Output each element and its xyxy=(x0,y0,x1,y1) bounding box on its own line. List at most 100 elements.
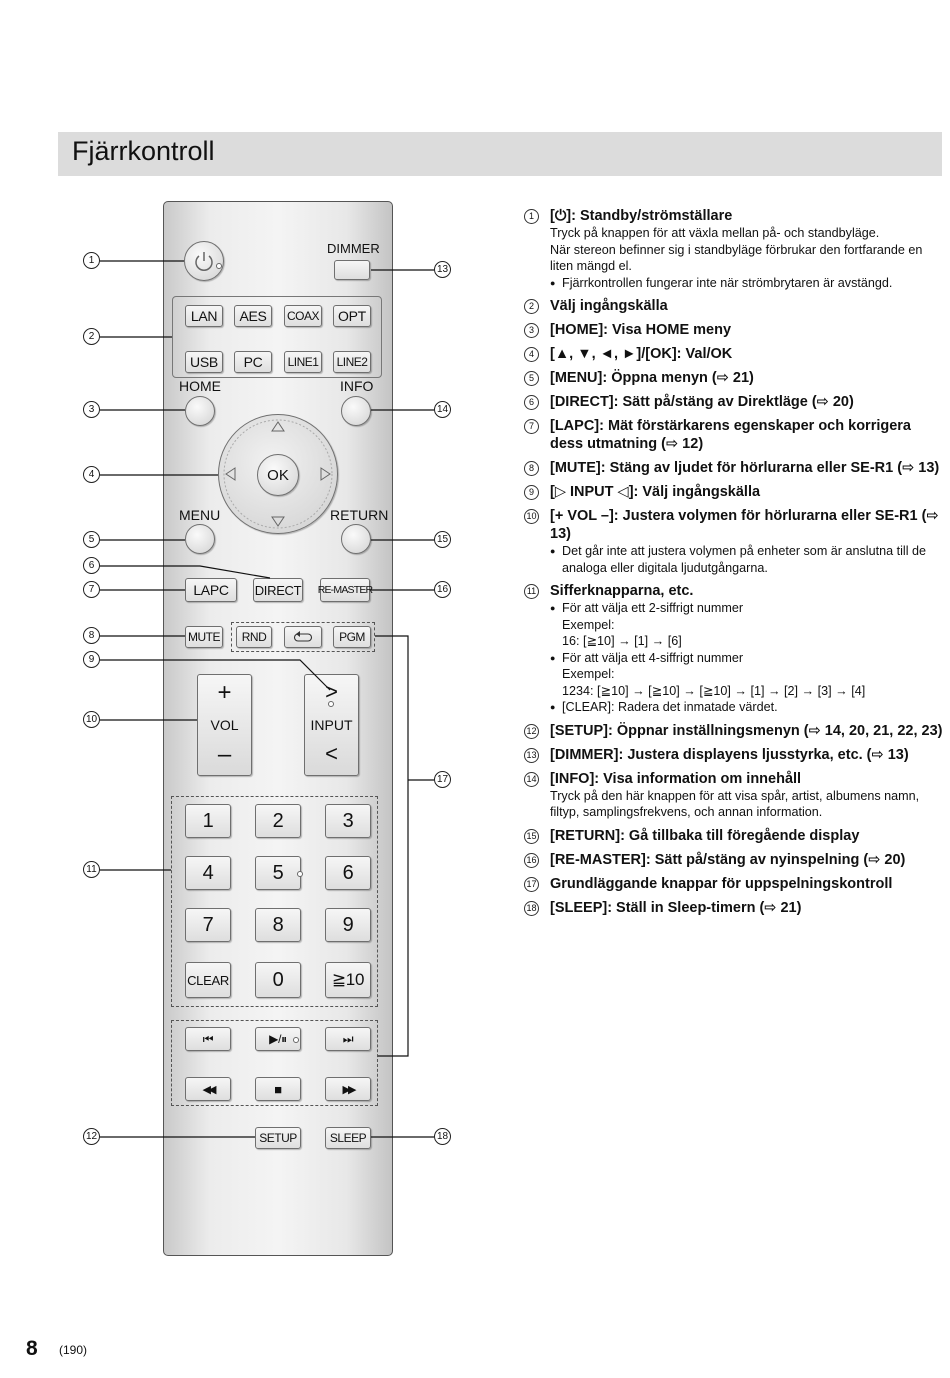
legend-number: 9 xyxy=(524,485,539,500)
source-button-lan[interactable]: LAN xyxy=(185,305,223,327)
callout-3: 3 xyxy=(83,401,100,418)
sleep-button[interactable]: SLEEP xyxy=(325,1127,371,1149)
legend-heading: [▲, ▼, ◄, ►]/[OK]: Val/OK xyxy=(550,346,733,362)
legend-number: 16 xyxy=(524,852,539,868)
input-label: INPUT xyxy=(310,717,353,733)
clear-button[interactable]: CLEAR xyxy=(185,962,231,998)
legend-text: När stereon befinner sig i standbyläge f… xyxy=(550,242,923,274)
source-button-coax[interactable]: COAX xyxy=(284,305,322,327)
source-button-aes[interactable]: AES xyxy=(234,305,272,327)
legend-number: 17 xyxy=(524,876,539,892)
legend-item-8: 8[MUTE]: Stäng av ljudet för hörlurarna … xyxy=(524,459,944,477)
legend-number: 4 xyxy=(524,347,539,362)
number-button-1[interactable]: 1 xyxy=(185,804,231,838)
mute-button[interactable]: MUTE xyxy=(185,626,223,648)
callout-11: 11 xyxy=(83,861,100,878)
legend-bullet: För att välja ett 2-siffrigt nummer xyxy=(550,600,944,617)
legend-text: Exempel: xyxy=(562,667,615,681)
legend-item-13: 13[DIMMER]: Justera displayens ljusstyrk… xyxy=(524,746,944,764)
legend-bullet: Det går inte att justera volymen på enhe… xyxy=(550,543,944,576)
legend-text: Tryck på knappen för att växla mellan på… xyxy=(550,226,880,240)
input-rocker[interactable]: > INPUT < xyxy=(304,674,359,776)
callout-18: 18 xyxy=(434,1128,451,1145)
power-button[interactable] xyxy=(184,241,224,281)
legend-heading: [DIRECT]: Sätt på/stäng av Direktläge (⇨… xyxy=(550,394,854,410)
legend-heading: [HOME]: Visa HOME meny xyxy=(550,322,732,338)
legend-number: 12 xyxy=(524,723,539,739)
number-button-7[interactable]: 7 xyxy=(185,908,231,942)
number-button-0[interactable]: 0 xyxy=(255,962,301,998)
source-button-usb[interactable]: USB xyxy=(185,351,223,373)
repeat-button[interactable] xyxy=(284,626,322,648)
numeric-keypad-group xyxy=(171,796,378,1007)
volume-label: VOL xyxy=(210,717,239,733)
setup-button[interactable]: SETUP xyxy=(255,1127,301,1149)
legend-number: 6 xyxy=(524,395,539,410)
transport-group xyxy=(171,1020,378,1106)
number-button-8[interactable]: 8 xyxy=(255,908,301,942)
legend-heading: Grundläggande knappar för uppspelningsko… xyxy=(550,875,893,892)
menu-button[interactable] xyxy=(185,524,215,554)
return-button[interactable] xyxy=(341,524,371,554)
number-button-4[interactable]: 4 xyxy=(185,856,231,890)
legend-heading: [SLEEP]: Ställ in Sleep-timern (⇨ 21) xyxy=(550,899,802,916)
play-pause-button[interactable]: ▶/⏸ xyxy=(255,1027,301,1051)
legend-number: 10 xyxy=(524,509,539,524)
pgm-button[interactable]: PGM xyxy=(333,626,371,648)
lapc-button[interactable]: LAPC xyxy=(185,578,237,602)
ok-label: OK xyxy=(267,466,289,484)
rnd-button[interactable]: RND xyxy=(236,626,272,648)
home-button[interactable] xyxy=(185,396,215,426)
legend-text: 1234: [≧10] → [≧10] → [≧10] → [1] → [2] … xyxy=(562,683,866,698)
ten-plus-button[interactable]: ≧10 xyxy=(325,962,371,998)
number-button-9[interactable]: 9 xyxy=(325,908,371,942)
volume-rocker[interactable]: + VOL – xyxy=(197,674,252,776)
legend-item-18: 18[SLEEP]: Ställ in Sleep-timern (⇨ 21) xyxy=(524,899,944,917)
number-button-3[interactable]: 3 xyxy=(325,804,371,838)
volume-down-label: – xyxy=(217,741,232,768)
source-button-line2[interactable]: LINE2 xyxy=(333,351,371,373)
rewind-button[interactable]: ◀◀ xyxy=(185,1077,231,1101)
legend-heading: [▷ INPUT ◁]: Välj ingångskälla xyxy=(550,484,761,500)
dimmer-button[interactable] xyxy=(334,260,370,280)
source-button-line1[interactable]: LINE1 xyxy=(284,351,322,373)
direct-button[interactable]: DIRECT xyxy=(253,578,303,602)
skip-back-button[interactable]: ⏮ xyxy=(185,1027,231,1051)
remaster-button[interactable]: RE-MASTER xyxy=(318,578,373,602)
stop-button[interactable]: ■ xyxy=(255,1077,301,1101)
ok-button[interactable]: OK xyxy=(257,454,299,496)
power-indicator xyxy=(216,263,222,269)
volume-up-label: + xyxy=(217,679,232,706)
source-button-group xyxy=(172,296,382,378)
repeat-icon xyxy=(293,631,313,642)
legend-text: 16: [≧10] → [1] → [6] xyxy=(562,634,682,648)
source-button-pc[interactable]: PC xyxy=(234,351,272,373)
legend-heading: [+ VOL –]: Justera volymen för hörlurarn… xyxy=(550,508,939,542)
home-label: HOME xyxy=(179,378,221,394)
page-number: 8 xyxy=(26,1337,38,1360)
legend-item-7: 7[LAPC]: Mät förstärkarens egenskaper oc… xyxy=(524,417,944,453)
info-label: INFO xyxy=(340,378,374,394)
skip-forward-button[interactable]: ⏭ xyxy=(325,1027,371,1051)
legend-bullet: Fjärrkontrollen fungerar inte när strömb… xyxy=(550,275,944,292)
number-button-6[interactable]: 6 xyxy=(325,856,371,890)
fast-forward-button[interactable]: ▶▶ xyxy=(325,1077,371,1101)
number-5-indicator xyxy=(297,871,303,877)
number-button-2[interactable]: 2 xyxy=(255,804,301,838)
legend-heading: [SETUP]: Öppnar inställningsmenyn (⇨ 14,… xyxy=(550,722,943,739)
info-button[interactable] xyxy=(341,396,371,426)
legend-heading: [DIMMER]: Justera displayens ljusstyrka,… xyxy=(550,746,909,763)
legend-number: 8 xyxy=(524,461,539,476)
callout-9: 9 xyxy=(83,651,100,668)
source-button-opt[interactable]: OPT xyxy=(333,305,371,327)
legend-number: 1 xyxy=(524,209,539,224)
legend-item-6: 6 [DIRECT]: Sätt på/stäng av Direktläge (… xyxy=(524,393,944,411)
callout-1: 1 xyxy=(83,252,100,269)
callout-6: 6 xyxy=(83,557,100,574)
menu-label: MENU xyxy=(179,507,221,523)
